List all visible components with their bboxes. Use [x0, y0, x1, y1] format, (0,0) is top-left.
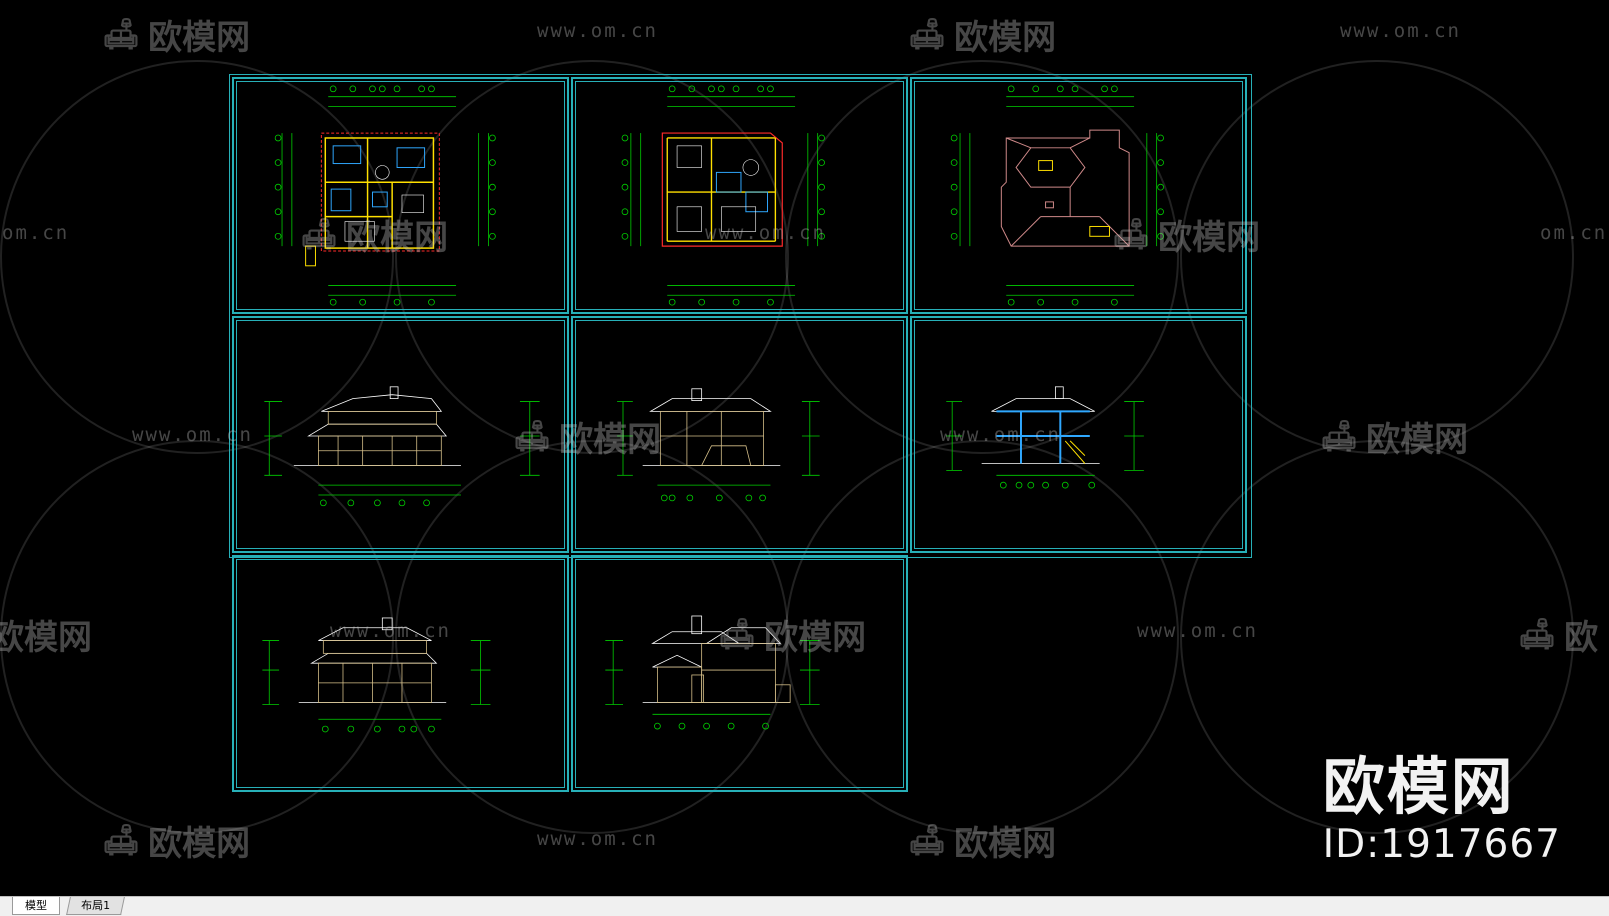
watermark-logo: 🛋欧模网 — [102, 10, 250, 59]
watermark-logo-text: 欧模网 — [764, 618, 867, 658]
watermark-logo-text: 欧模网 — [954, 824, 1057, 864]
sheet-section[interactable] — [910, 316, 1247, 553]
sofa-icon: 🛋 — [1518, 617, 1557, 652]
watermark-url: www.om.cn — [1340, 20, 1461, 42]
cad-model-space[interactable]: 🛋欧模网 www.om.cn 🛋欧模网 www.om.cn om.cn 🛋欧模网… — [0, 0, 1609, 896]
watermark-url: www.om.cn — [330, 620, 451, 642]
sheet-elevation-left[interactable] — [232, 555, 569, 792]
watermark-logo-text: 欧模网 — [148, 824, 251, 864]
watermark-logo: 🛋欧模网 — [1112, 210, 1260, 259]
elevation-drawing — [262, 617, 491, 733]
watermark-ring — [785, 440, 1179, 834]
sofa-icon: 🛋 — [513, 419, 552, 454]
watermark-url: om.cn — [2, 222, 70, 244]
section-drawing — [946, 386, 1144, 489]
layout-tab-bar: 模型 布局1 — [0, 896, 1609, 916]
sheet-second-floor-plan[interactable] — [571, 77, 908, 314]
watermark-logo: 🛋欧模网 — [102, 816, 250, 865]
watermark-logo: 🛋欧模网 — [718, 610, 866, 659]
sheet-elevation-back[interactable] — [571, 316, 908, 553]
sheet-elevation-right[interactable] — [571, 555, 908, 792]
watermark-logo: 🛋欧模网 — [908, 816, 1056, 865]
watermark-logo: 🛋欧 — [1518, 610, 1598, 659]
watermark-logo-text: 欧模网 — [0, 618, 92, 658]
sofa-icon: 🛋 — [102, 823, 141, 858]
sofa-icon: 🛋 — [718, 617, 757, 652]
brand-block: 欧模网 ID:1917667 — [1323, 752, 1561, 868]
tab-label: 布局1 — [81, 899, 111, 912]
watermark-url: www.om.cn — [705, 222, 826, 244]
sofa-icon: 🛋 — [1112, 217, 1151, 252]
watermark-logo-text: 欧模网 — [954, 18, 1057, 58]
watermark-url: om.cn — [1540, 222, 1608, 244]
tab-label: 模型 — [25, 899, 47, 912]
sofa-icon: 🛋 — [1320, 419, 1359, 454]
brand-id: ID:1917667 — [1322, 822, 1561, 867]
elevation-drawing — [605, 615, 820, 730]
floor-plan-drawing — [274, 85, 496, 306]
watermark-url: www.om.cn — [537, 828, 658, 850]
sofa-icon: 🛋 — [908, 823, 947, 858]
watermark-url: www.om.cn — [940, 424, 1061, 446]
elevation-drawing — [617, 388, 820, 502]
elevation-drawing — [264, 386, 540, 507]
watermark-logo: 🛋欧模网 — [513, 412, 661, 461]
sheet-group-frame — [229, 74, 1252, 558]
watermark-logo-text: 欧模网 — [1158, 218, 1261, 258]
watermark-url: www.om.cn — [132, 424, 253, 446]
watermark-logo: 🛋欧模网 — [1320, 412, 1468, 461]
watermark-logo: 🛋欧模网 — [908, 10, 1056, 59]
watermark-url: www.om.cn — [537, 20, 658, 42]
sofa-icon: 🛋 — [300, 217, 339, 252]
sheet-elevation-front[interactable] — [232, 316, 569, 553]
sheet-roof-plan[interactable] — [910, 77, 1247, 314]
roof-plan-drawing — [950, 85, 1164, 306]
watermark-ring — [1180, 440, 1574, 834]
sofa-icon: 🛋 — [102, 17, 141, 52]
watermark-logo: 欧模网 — [0, 610, 92, 659]
brand-title: 欧模网 — [1322, 750, 1515, 823]
watermark-logo-text: 欧 — [1564, 618, 1599, 658]
sofa-icon: 🛋 — [908, 17, 947, 52]
watermark-url: www.om.cn — [1137, 620, 1258, 642]
watermark-logo-text: 欧模网 — [1366, 420, 1469, 460]
watermark-ring — [0, 440, 394, 834]
sheet-first-floor-plan[interactable] — [232, 77, 569, 314]
watermark-logo-text: 欧模网 — [148, 18, 251, 58]
tab-layout1[interactable]: 布局1 — [66, 897, 125, 915]
tab-model[interactable]: 模型 — [12, 897, 60, 915]
watermark-logo-text: 欧模网 — [346, 218, 449, 258]
watermark-logo-text: 欧模网 — [559, 420, 662, 460]
floor-plan-drawing — [621, 85, 825, 306]
watermark-logo: 🛋欧模网 — [300, 210, 448, 259]
